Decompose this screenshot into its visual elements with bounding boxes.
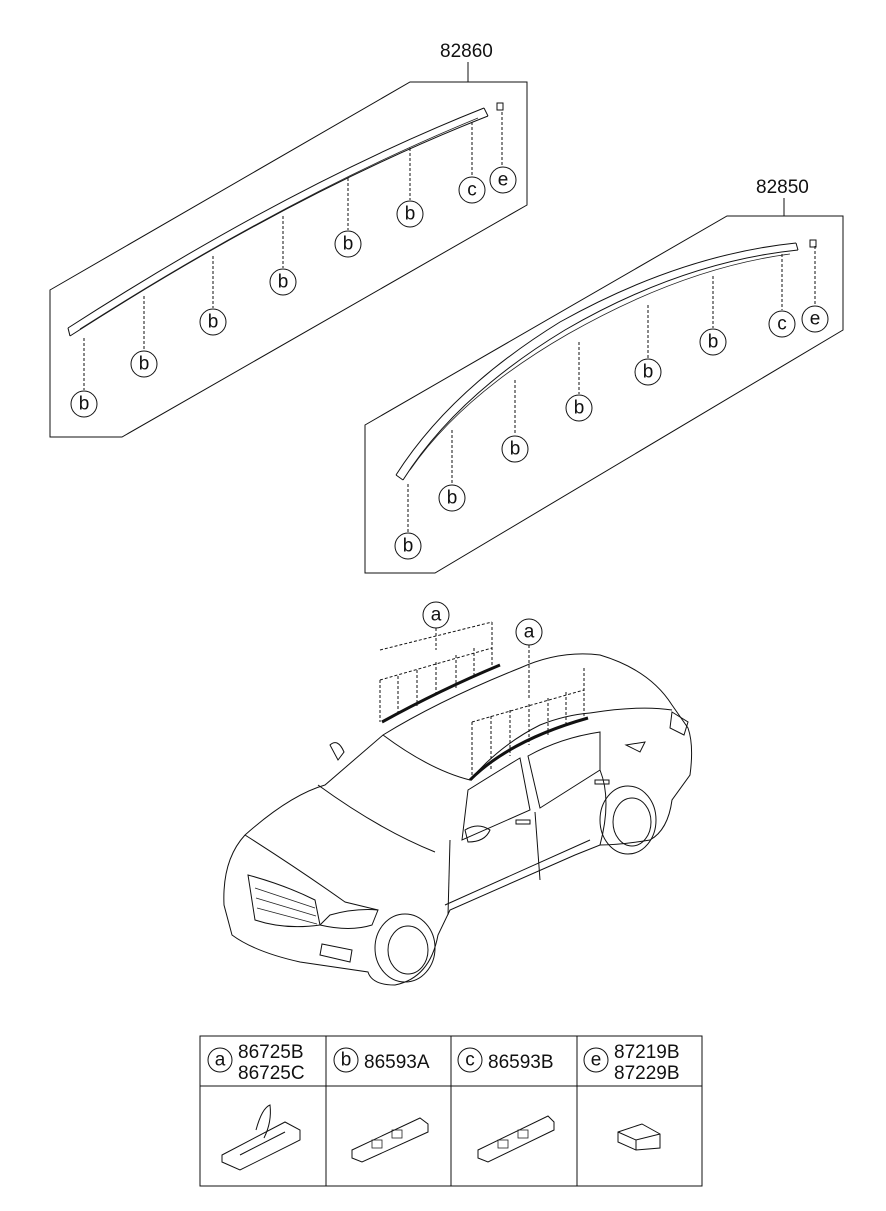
side-marker bbox=[624, 741, 646, 753]
side-mirror bbox=[464, 825, 491, 843]
svg-text:e: e bbox=[498, 170, 509, 191]
clip-leaders bbox=[83, 112, 503, 390]
svg-text:b: b bbox=[341, 1050, 352, 1071]
roof-antenna bbox=[329, 742, 345, 761]
roof-molding-left bbox=[381, 663, 501, 724]
svg-text:b: b bbox=[139, 354, 150, 375]
callout-a-bubble: a bbox=[515, 618, 543, 646]
part-number-82850: 82850 bbox=[756, 177, 809, 198]
roof-molding-right bbox=[468, 716, 589, 782]
callout-b-bubble: b bbox=[130, 350, 158, 378]
svg-text:c: c bbox=[467, 180, 477, 201]
assembly-82850: 82850 b b b b b b c e bbox=[364, 177, 844, 574]
door-handle bbox=[594, 779, 610, 785]
assembly-82860: 82860 b b b b b b c e bbox=[49, 41, 528, 438]
svg-text:b: b bbox=[208, 312, 219, 333]
svg-text:b: b bbox=[79, 394, 90, 415]
callout-b-bubble: b bbox=[699, 328, 727, 356]
end-cap-piece bbox=[809, 239, 817, 248]
vehicle-illustration: a a bbox=[223, 601, 693, 986]
clip-leaders-right bbox=[471, 645, 585, 780]
legend-cell-e: e 87219B 87229B bbox=[583, 1042, 680, 1151]
callout-b-bubble: b bbox=[269, 268, 297, 296]
hood-line bbox=[244, 834, 379, 911]
svg-text:b: b bbox=[708, 332, 719, 353]
callout-e-bubble: e bbox=[489, 166, 517, 194]
panel-outline bbox=[364, 215, 844, 574]
legend-part-number: 86593A bbox=[364, 1052, 430, 1073]
clip-leaders-left bbox=[379, 621, 493, 722]
callout-b-bubble: b bbox=[634, 358, 662, 386]
legend-letter-bubble: b bbox=[333, 1047, 359, 1073]
tail-lamp bbox=[669, 711, 689, 736]
legend-letter-bubble: e bbox=[583, 1047, 609, 1073]
svg-text:a: a bbox=[524, 622, 535, 643]
end-cap-piece bbox=[496, 102, 504, 111]
callout-b-bubble: b bbox=[438, 484, 466, 512]
panel-outline bbox=[49, 81, 528, 438]
callout-e-bubble: e bbox=[801, 305, 829, 333]
door-handle bbox=[515, 819, 531, 825]
callout-b-bubble: b bbox=[394, 532, 422, 560]
front-wheel bbox=[374, 913, 436, 983]
door-divider bbox=[534, 811, 541, 881]
callout-b-bubble: b bbox=[334, 230, 362, 258]
windshield-base bbox=[317, 784, 436, 853]
legend-cell-a: a 86725B 86725C bbox=[207, 1042, 305, 1171]
rear-wheel bbox=[599, 785, 657, 855]
callout-c-bubble: c bbox=[458, 176, 486, 204]
front-door-edge bbox=[447, 839, 451, 916]
svg-text:b: b bbox=[403, 536, 414, 557]
svg-text:e: e bbox=[591, 1050, 602, 1071]
molding-clip-b-image bbox=[351, 1117, 429, 1163]
rear-side-window bbox=[527, 731, 601, 809]
parts-legend-table: a 86725B 86725C b 86593A c 86593B bbox=[199, 1035, 703, 1187]
roof-molding-strip bbox=[395, 239, 817, 481]
callout-b-bubble: b bbox=[501, 435, 529, 463]
svg-text:c: c bbox=[465, 1050, 475, 1071]
molding-clip-a-image bbox=[221, 1104, 301, 1171]
car-body-outline bbox=[223, 653, 693, 986]
svg-text:a: a bbox=[215, 1050, 226, 1071]
svg-text:b: b bbox=[574, 398, 585, 419]
legend-part-number: 86725B bbox=[238, 1042, 304, 1063]
legend-part-number: 87229B bbox=[614, 1063, 680, 1084]
legend-letter-bubble: a bbox=[207, 1047, 233, 1073]
grille bbox=[247, 874, 321, 928]
svg-text:b: b bbox=[447, 488, 458, 509]
rear-door-edge bbox=[599, 769, 607, 846]
svg-text:b: b bbox=[405, 204, 416, 225]
svg-text:c: c bbox=[777, 314, 787, 335]
legend-letter-bubble: c bbox=[457, 1047, 483, 1073]
svg-text:a: a bbox=[431, 605, 442, 626]
front-side-window bbox=[461, 757, 531, 841]
end-cap-e-image bbox=[617, 1123, 661, 1151]
callout-a-bubble: a bbox=[422, 601, 450, 629]
callout-b-bubble: b bbox=[199, 308, 227, 336]
legend-cell-b: b 86593A bbox=[333, 1047, 430, 1163]
svg-text:b: b bbox=[278, 272, 289, 293]
rocker-line bbox=[444, 839, 591, 906]
callout-c-bubble: c bbox=[768, 310, 796, 338]
legend-part-number: 86593B bbox=[488, 1052, 554, 1073]
callout-b-bubble: b bbox=[565, 394, 593, 422]
svg-text:e: e bbox=[810, 309, 821, 330]
callout-b-bubble: b bbox=[70, 390, 98, 418]
svg-text:b: b bbox=[343, 234, 354, 255]
roof-edge bbox=[382, 712, 591, 781]
rear-roof bbox=[589, 707, 673, 714]
svg-text:b: b bbox=[643, 362, 654, 383]
legend-part-number: 87219B bbox=[614, 1042, 680, 1063]
callout-b-bubble: b bbox=[396, 200, 424, 228]
svg-text:b: b bbox=[510, 439, 521, 460]
part-number-82860: 82860 bbox=[440, 41, 493, 62]
fog-light bbox=[319, 943, 353, 963]
headlight bbox=[319, 909, 379, 929]
legend-part-number: 86725C bbox=[238, 1063, 305, 1084]
clip-leaders bbox=[407, 246, 816, 532]
molding-clip-c-image bbox=[477, 1115, 555, 1163]
legend-cell-c: c 86593B bbox=[457, 1047, 555, 1163]
roof-molding-strip bbox=[67, 102, 504, 337]
